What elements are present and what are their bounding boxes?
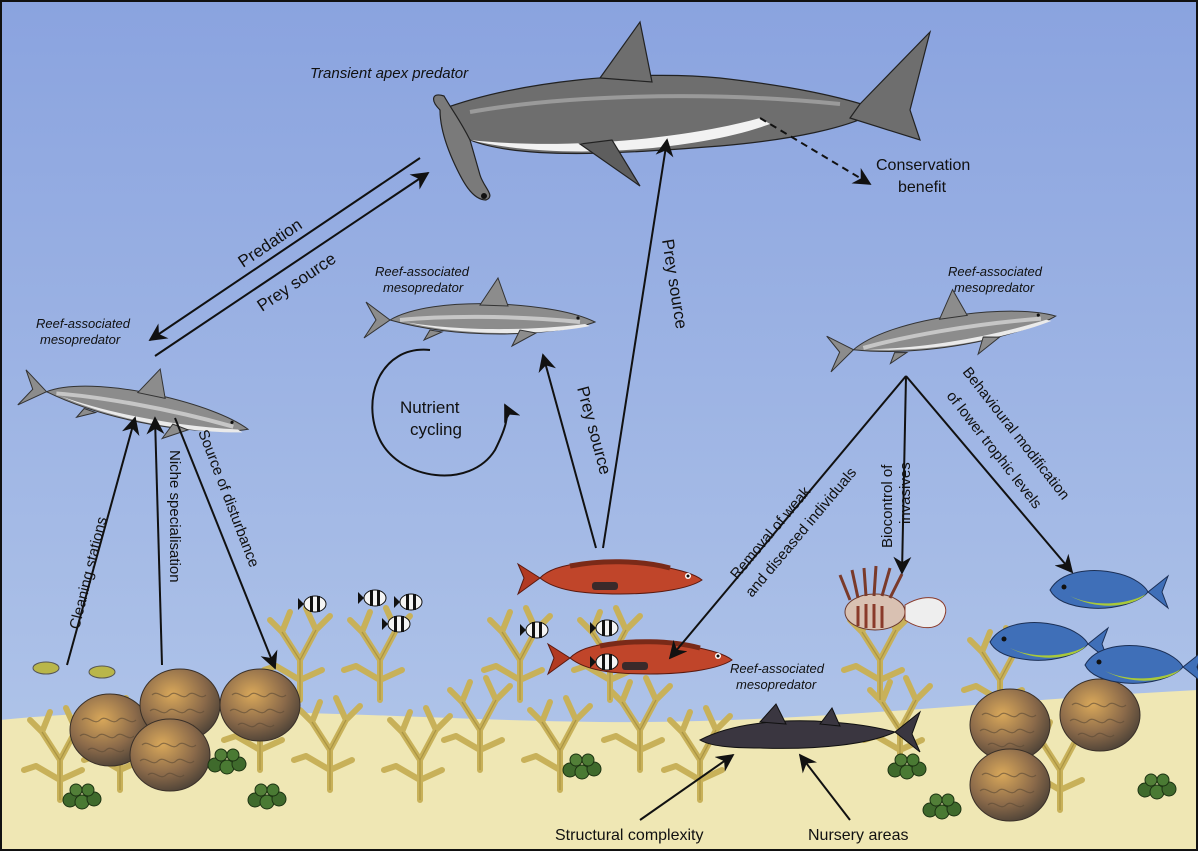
nutrient-label-2: cycling (410, 420, 462, 439)
nutrient-label-1: Nutrient (400, 398, 460, 417)
apex-label: Transient apex predator (310, 65, 469, 82)
structural-label: Structural complexity (555, 827, 704, 844)
conservation-label-2: benefit (898, 179, 947, 196)
meso-bottom-label-2: mesopredator (736, 677, 817, 692)
nursery-label: Nursery areas (808, 827, 908, 844)
meso-left-label-1: Reef-associated (36, 316, 131, 331)
biocontrol-label-2: invasives (897, 462, 914, 524)
biocontrol-label-1: Biocontrol of (879, 464, 896, 548)
meso-center-label-2: mesopredator (383, 280, 464, 295)
meso-center-label-1: Reef-associated (375, 264, 470, 279)
meso-right-label-1: Reef-associated (948, 264, 1043, 279)
niche-label: Niche specialisation (166, 450, 183, 583)
meso-left-label-2: mesopredator (40, 332, 121, 347)
conservation-label-1: Conservation (876, 157, 970, 174)
meso-bottom-label-1: Reef-associated (730, 661, 825, 676)
meso-right-label-2: mesopredator (954, 280, 1035, 295)
